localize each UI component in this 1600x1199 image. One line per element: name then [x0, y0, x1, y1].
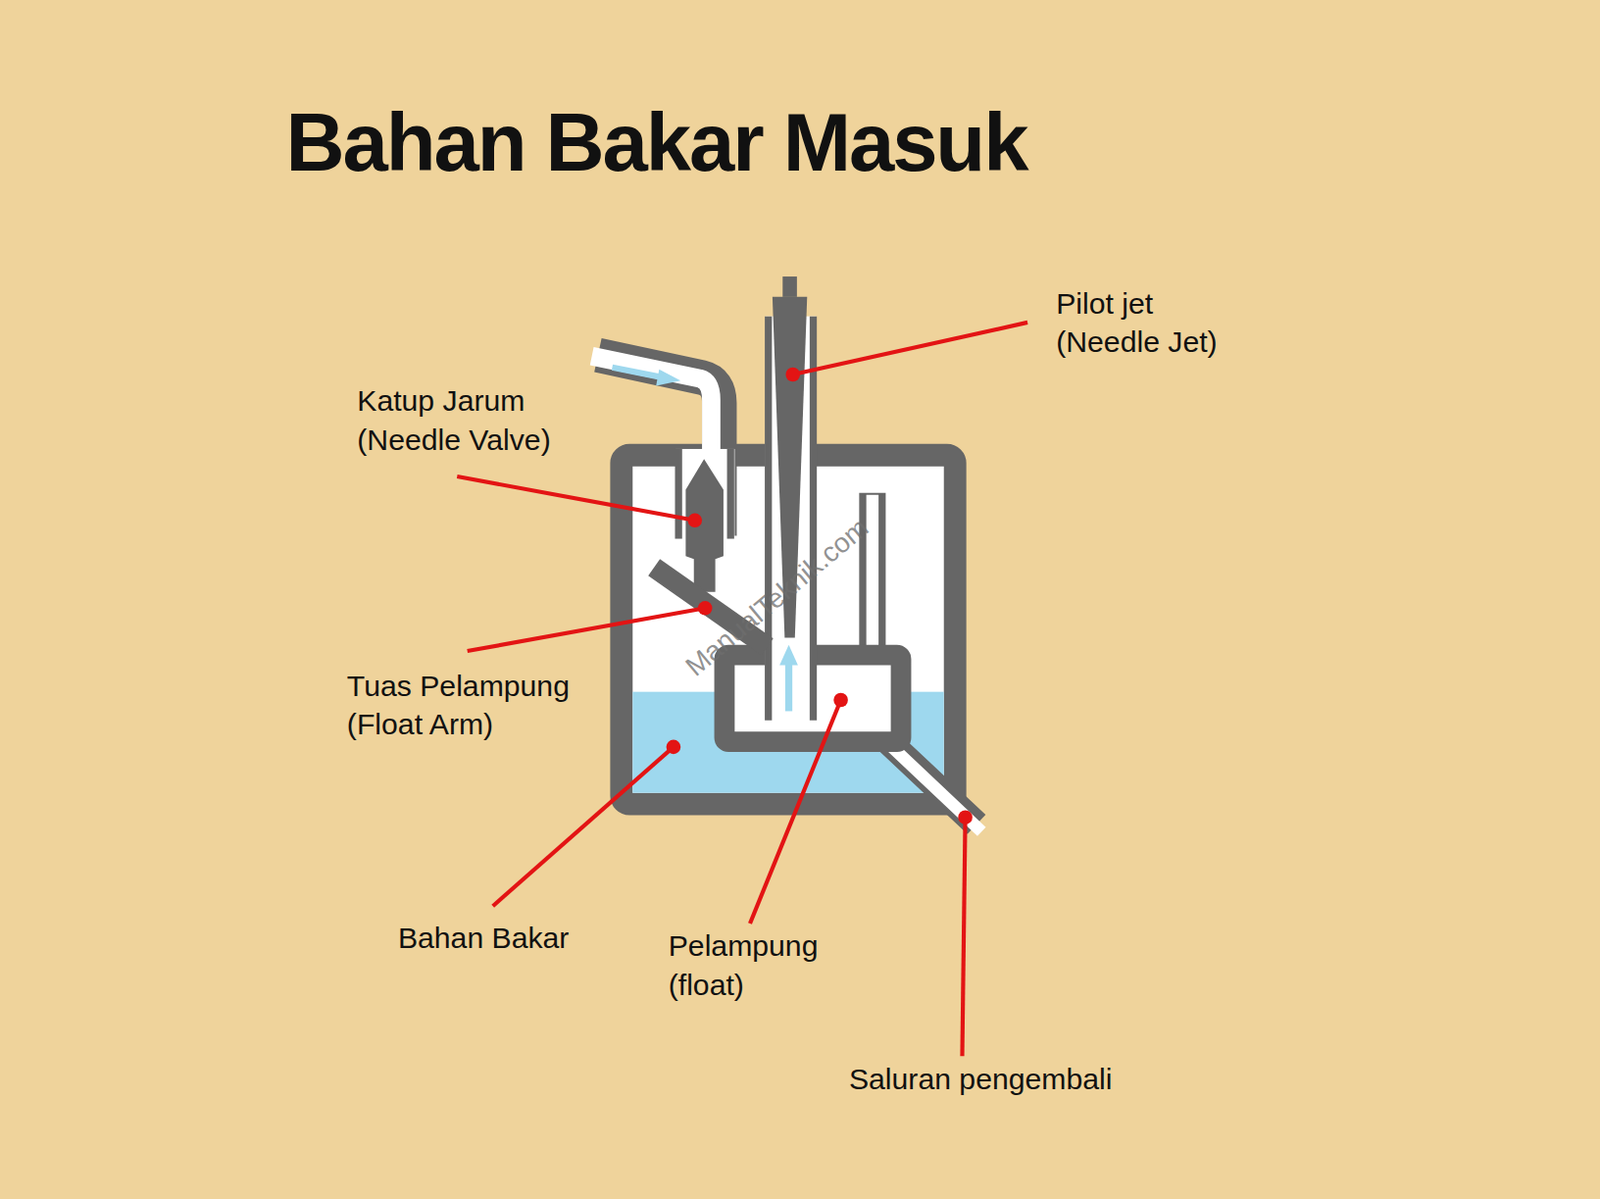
inlet-arrow	[611, 367, 663, 378]
leader-line	[961, 817, 965, 1057]
part-label: Saluran pengembali	[849, 1058, 1112, 1099]
leader-dot	[833, 693, 849, 708]
needle-valve	[685, 458, 724, 592]
leader-line	[793, 322, 1028, 375]
jet-tube-wall	[764, 316, 772, 721]
leader-line	[456, 476, 696, 521]
leader-dot	[785, 367, 800, 383]
title: Bahan Bakar Masuk	[285, 96, 1027, 191]
flow-arrow	[785, 660, 793, 711]
part-label: Pelampung (float)	[668, 926, 845, 1004]
leader-dot	[666, 740, 682, 755]
leader-dot	[957, 809, 973, 825]
leader-line	[493, 747, 674, 906]
part-label: Katup Jarum (Needle Valve)	[356, 381, 602, 459]
leader-dots	[666, 367, 973, 825]
valve-wall	[727, 449, 735, 540]
inlet-arrow-head	[655, 369, 681, 387]
leader-line	[750, 700, 842, 924]
leader-line	[467, 607, 706, 651]
part-label: Tuas Pelampung (Float Arm)	[347, 666, 615, 745]
part-label: Bahan Bakar	[398, 918, 570, 958]
part-label: Pilot jet (Needle Jet)	[1055, 283, 1260, 361]
valve-wall	[674, 449, 682, 540]
leader-dot	[687, 513, 702, 529]
flow-arrow-head	[779, 645, 799, 666]
jet-needle-tip	[782, 276, 798, 298]
jet-tube-wall	[809, 316, 817, 721]
leader-dot	[698, 600, 713, 616]
